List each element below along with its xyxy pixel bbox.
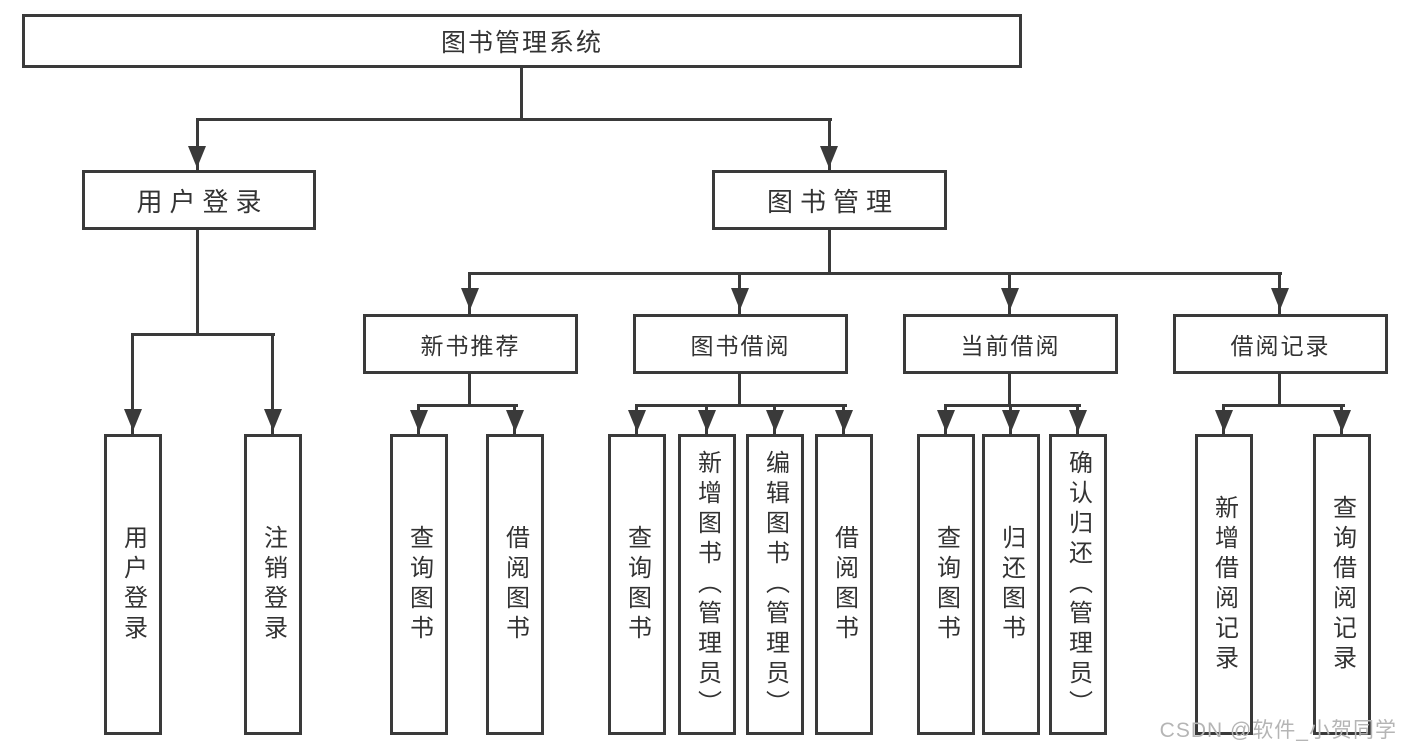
node-borrowing-records-label: 借阅记录: [1230, 333, 1331, 359]
arrow-down-icon: [188, 146, 206, 168]
arrow-down-icon: [1002, 410, 1020, 432]
connector-line: [131, 333, 275, 336]
leaf-borrow-add-books-label: 新增图书（管理员）: [693, 449, 721, 720]
connector-line: [417, 404, 518, 407]
leaf-logout-label: 注销登录: [259, 524, 287, 645]
arrow-down-icon: [461, 288, 479, 310]
leaf-current-return-books-label: 归还图书: [997, 524, 1025, 645]
arrow-down-icon: [1271, 288, 1289, 310]
connector-line: [738, 374, 741, 407]
node-borrowing-records: 借阅记录: [1173, 314, 1388, 374]
leaf-user-login-label: 用户登录: [119, 524, 147, 645]
arrow-down-icon: [1069, 410, 1087, 432]
arrow-down-icon: [698, 410, 716, 432]
leaf-logout: 注销登录: [244, 434, 302, 735]
connector-line: [196, 118, 199, 170]
leaf-current-confirm-return-label: 确认归还（管理员）: [1064, 449, 1092, 720]
arrow-down-icon: [124, 409, 142, 431]
connector-line: [520, 67, 523, 121]
connector-line: [468, 374, 471, 407]
leaf-recommend-query-books: 查询图书: [390, 434, 448, 735]
node-book-management-label: 图书管理: [766, 186, 899, 217]
connector-line: [828, 230, 831, 275]
arrow-down-icon: [410, 410, 428, 432]
arrow-down-icon: [766, 410, 784, 432]
leaf-borrow-borrow-books: 借阅图书: [815, 434, 873, 735]
arrow-down-icon: [264, 409, 282, 431]
connector-line: [944, 404, 1081, 407]
arrow-down-icon: [835, 410, 853, 432]
node-user-login: 用户登录: [82, 170, 316, 230]
leaf-records-add-record: 新增借阅记录: [1195, 434, 1253, 735]
connector-line: [635, 404, 847, 407]
connector-line: [131, 333, 134, 434]
leaf-records-add-record-label: 新增借阅记录: [1210, 494, 1238, 675]
connector-line: [271, 333, 274, 434]
connector-line: [468, 272, 1282, 275]
connector-line: [828, 118, 831, 170]
node-user-login-label: 用户登录: [136, 186, 269, 217]
node-book-borrowing-label: 图书借阅: [690, 333, 791, 359]
leaf-user-login: 用户登录: [104, 434, 162, 735]
leaf-borrow-add-books: 新增图书（管理员）: [678, 434, 736, 735]
leaf-recommend-borrow-books: 借阅图书: [486, 434, 544, 735]
connector-line: [1278, 374, 1281, 407]
watermark: CSDN @软件_小贺同学: [1159, 719, 1397, 742]
leaf-records-query-record-label: 查询借阅记录: [1328, 494, 1356, 675]
leaf-borrow-edit-books-label: 编辑图书（管理员）: [761, 449, 789, 720]
arrow-down-icon: [820, 146, 838, 168]
arrow-down-icon: [731, 288, 749, 310]
connector-line: [196, 230, 199, 335]
leaf-borrow-edit-books: 编辑图书（管理员）: [746, 434, 804, 735]
leaf-current-query-books-label: 查询图书: [932, 524, 960, 645]
connector-line: [1008, 374, 1011, 407]
leaf-borrow-query-books-label: 查询图书: [623, 524, 651, 645]
arrow-down-icon: [937, 410, 955, 432]
node-book-management: 图书管理: [712, 170, 947, 230]
connector-line: [1222, 404, 1345, 407]
node-library-system-label: 图书管理系统: [440, 29, 603, 57]
node-new-book-recommendation-label: 新书推荐: [420, 333, 521, 359]
leaf-borrow-borrow-books-label: 借阅图书: [830, 524, 858, 645]
connector-line: [196, 118, 832, 121]
arrow-down-icon: [1001, 288, 1019, 310]
node-new-book-recommendation: 新书推荐: [363, 314, 578, 374]
arrow-down-icon: [506, 410, 524, 432]
leaf-records-query-record: 查询借阅记录: [1313, 434, 1371, 735]
leaf-borrow-query-books: 查询图书: [608, 434, 666, 735]
leaf-current-return-books: 归还图书: [982, 434, 1040, 735]
arrow-down-icon: [628, 410, 646, 432]
leaf-recommend-borrow-books-label: 借阅图书: [501, 524, 529, 645]
node-book-borrowing: 图书借阅: [633, 314, 848, 374]
arrow-down-icon: [1333, 410, 1351, 432]
node-library-system: 图书管理系统: [22, 14, 1022, 68]
node-current-borrowing-label: 当前借阅: [960, 333, 1061, 359]
arrow-down-icon: [1215, 410, 1233, 432]
leaf-recommend-query-books-label: 查询图书: [405, 524, 433, 645]
leaf-current-query-books: 查询图书: [917, 434, 975, 735]
node-current-borrowing: 当前借阅: [903, 314, 1118, 374]
leaf-current-confirm-return: 确认归还（管理员）: [1049, 434, 1107, 735]
